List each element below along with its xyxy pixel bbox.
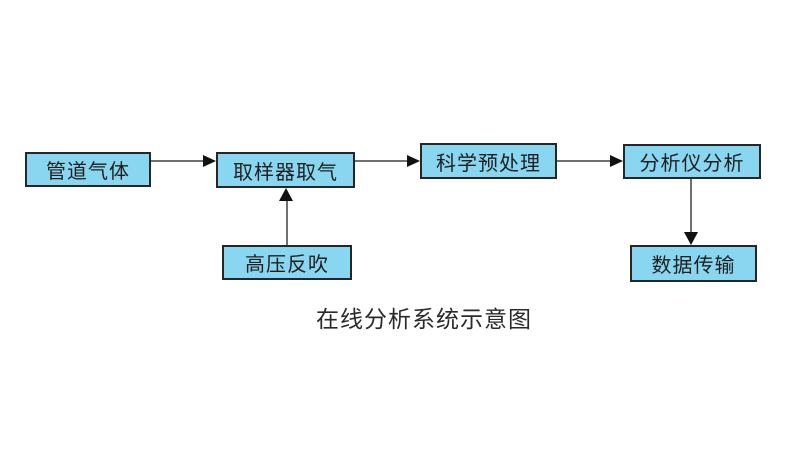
node-label: 管道气体 — [46, 159, 130, 183]
edge-pretreatment-to-analyzer-line — [557, 160, 611, 162]
arrowhead-right-icon — [610, 155, 623, 167]
node-label: 分析仪分析 — [639, 151, 745, 175]
node-sampler-gas-intake: 取样器取气 — [216, 152, 355, 188]
arrowhead-right-icon — [203, 155, 216, 167]
edge-analyzer-to-data-transmission-line — [690, 179, 692, 233]
node-label: 高压反吹 — [245, 252, 329, 276]
node-scientific-pretreatment: 科学预处理 — [420, 143, 557, 179]
node-analyzer-analysis: 分析仪分析 — [623, 144, 761, 179]
node-data-transmission: 数据传输 — [630, 245, 757, 282]
arrowhead-right-icon — [407, 155, 420, 167]
edge-blowback-to-sampler-line — [286, 200, 288, 245]
diagram-caption: 在线分析系统示意图 — [316, 307, 532, 333]
node-label: 科学预处理 — [436, 150, 541, 175]
arrowhead-up-icon — [279, 188, 293, 201]
node-label: 数据传输 — [651, 253, 736, 277]
arrowhead-down-icon — [684, 232, 698, 245]
edge-pipeline-gas-to-sampler-line — [151, 160, 204, 162]
node-high-pressure-blowback: 高压反吹 — [222, 245, 352, 280]
node-label: 取样器取气 — [233, 159, 338, 184]
node-pipeline-gas: 管道气体 — [25, 152, 151, 187]
edge-sampler-to-pretreatment-line — [355, 160, 408, 162]
